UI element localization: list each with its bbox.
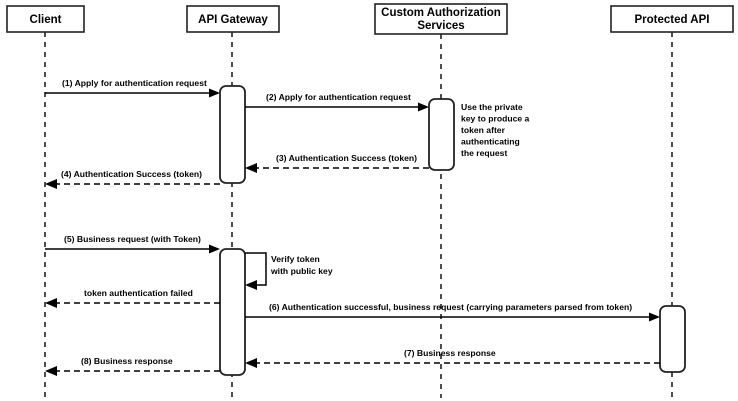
note-private-key-line-4: authenticating xyxy=(461,137,520,147)
message-3-label: (3) Authentication Success (token) xyxy=(276,153,417,163)
participant-label-custom-authorization-services-line2: Services xyxy=(417,20,464,32)
message-7[interactable]: (7) Business response xyxy=(245,348,660,368)
participant-headers: Client API Gateway Custom Authorization … xyxy=(6,3,734,35)
activation-bar-custom-authorization-services-1[interactable] xyxy=(428,98,455,171)
message-2-arrowhead xyxy=(418,102,429,112)
message-1-arrowhead xyxy=(209,88,220,98)
message-8[interactable]: (8) Business response xyxy=(45,356,220,376)
message-7-label: (7) Business response xyxy=(404,348,496,358)
message-token-authentication-failed[interactable]: token authentication failed xyxy=(45,288,220,308)
message-3[interactable]: (3) Authentication Success (token) xyxy=(245,153,429,173)
message-token-authentication-failed-arrowhead xyxy=(45,298,57,308)
message-8-arrowhead xyxy=(45,366,57,376)
message-7-arrowhead xyxy=(245,358,257,368)
message-token-authentication-failed-label: token authentication failed xyxy=(84,288,193,298)
message-6-arrowhead xyxy=(649,312,660,322)
message-5-label: (5) Business request (with Token) xyxy=(64,234,201,244)
self-message-verify-token-path xyxy=(245,252,267,286)
message-6-label: (6) Authentication successful, business … xyxy=(269,302,632,312)
message-6[interactable]: (6) Authentication successful, business … xyxy=(245,302,660,322)
message-2[interactable]: (2) Apply for authentication request xyxy=(245,92,429,112)
activation-bars xyxy=(219,85,686,376)
note-private-key: Use the private key to produce a token a… xyxy=(461,102,530,158)
self-message-verify-token[interactable]: Verify token with public key xyxy=(245,252,333,290)
message-2-label: (2) Apply for authentication request xyxy=(266,92,411,102)
self-message-verify-token-label-line2: with public key xyxy=(270,266,333,276)
participant-label-client: Client xyxy=(30,14,62,26)
message-4-arrowhead xyxy=(45,179,57,189)
message-3-arrowhead xyxy=(245,163,257,173)
participant-box-api-gateway[interactable] xyxy=(186,5,280,33)
note-private-key-line-2: key to produce a xyxy=(461,114,530,124)
participant-label-api-gateway: API Gateway xyxy=(198,14,268,26)
note-private-key-line-5: the request xyxy=(461,148,507,158)
participant-box-protected-api[interactable] xyxy=(610,5,734,33)
self-message-verify-token-label-line1: Verify token xyxy=(271,254,320,264)
message-4-label: (4) Authentication Success (token) xyxy=(61,169,202,179)
message-5[interactable]: (5) Business request (with Token) xyxy=(45,234,220,254)
participant-box-client[interactable] xyxy=(6,5,85,33)
self-message-verify-token-arrowhead xyxy=(245,280,257,290)
activation-bar-api-gateway-2[interactable] xyxy=(219,248,246,376)
message-5-arrowhead xyxy=(209,244,220,254)
activation-bar-protected-api-1[interactable] xyxy=(659,305,686,373)
message-1[interactable]: (1) Apply for authentication request xyxy=(45,78,220,98)
message-1-label: (1) Apply for authentication request xyxy=(62,78,207,88)
participant-box-custom-authorization-services[interactable] xyxy=(374,3,508,35)
activation-bar-api-gateway-1[interactable] xyxy=(219,85,246,184)
participant-label-custom-authorization-services-line1: Custom Authorization xyxy=(381,7,501,19)
note-private-key-line-3: token after xyxy=(461,125,506,135)
participant-label-protected-api: Protected API xyxy=(635,14,710,26)
note-private-key-line-1: Use the private xyxy=(461,102,523,112)
message-4[interactable]: (4) Authentication Success (token) xyxy=(45,169,220,189)
message-8-label: (8) Business response xyxy=(81,356,173,366)
